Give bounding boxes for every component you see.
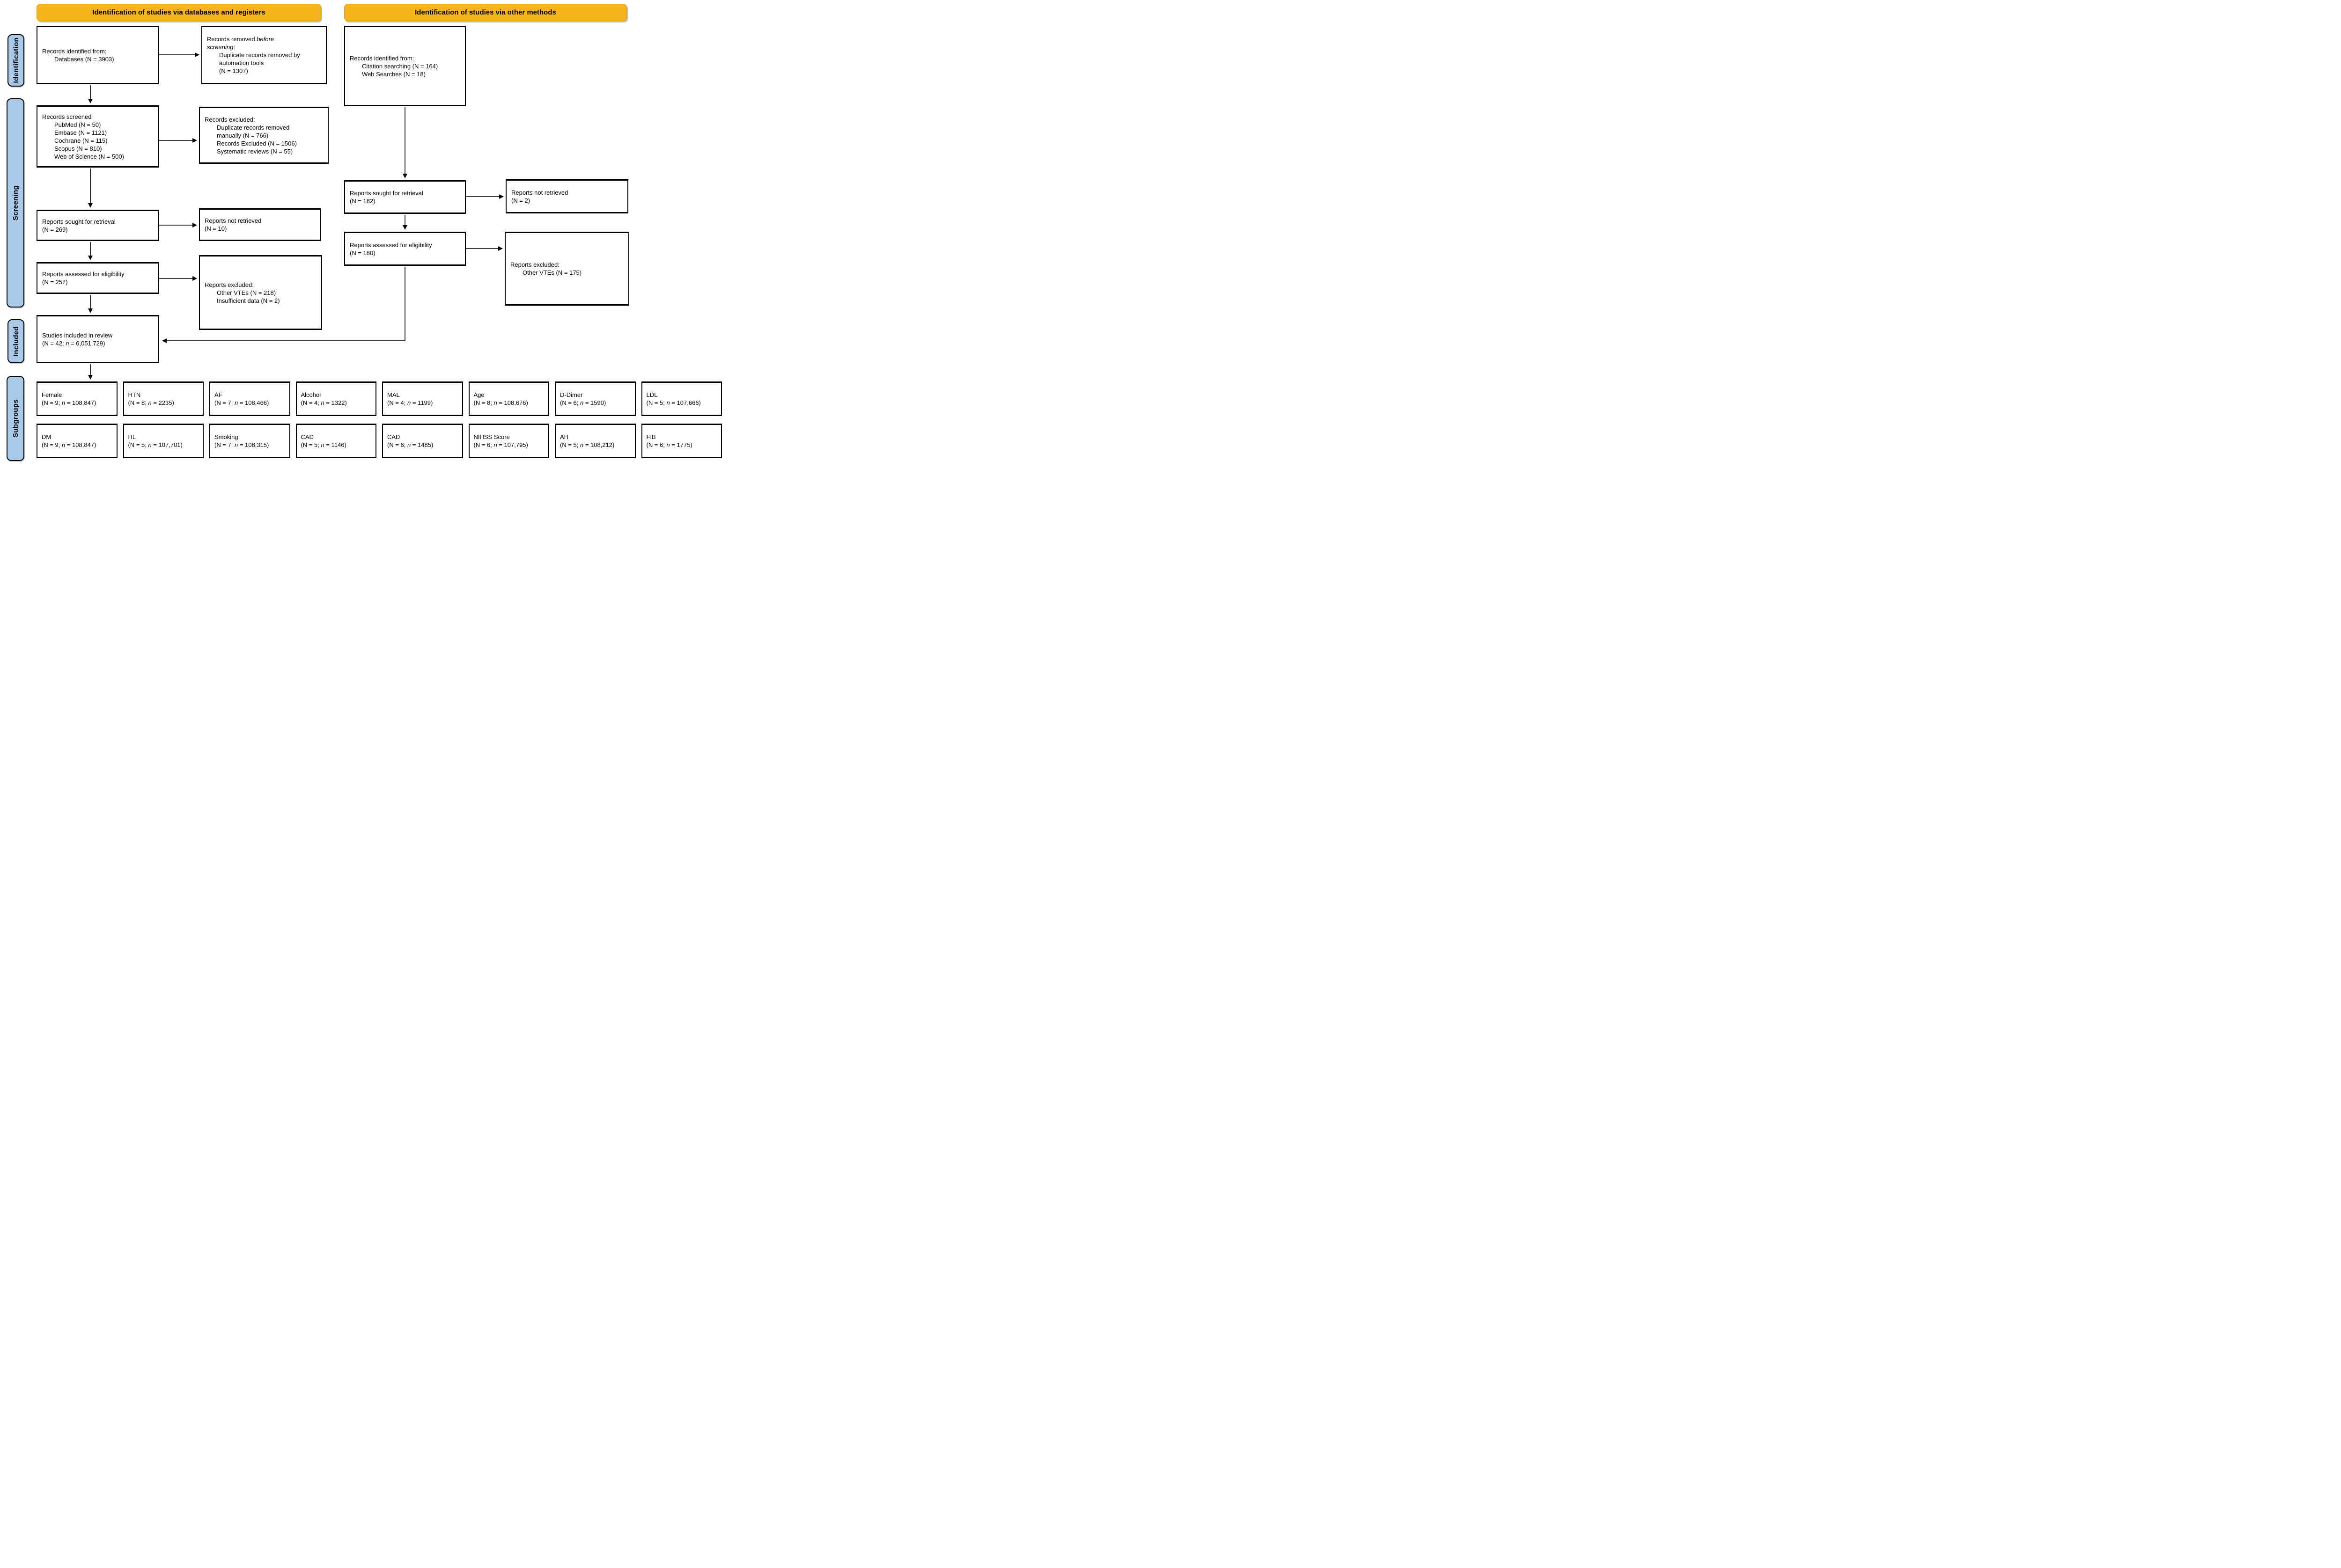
phase-label-subgroups: Subgroups <box>7 376 24 461</box>
prisma-flow-diagram: Identification of studies via databases … <box>0 0 734 465</box>
phase-label-subgroups-text: Subgroups <box>11 399 20 438</box>
subgroup-box-mal: MAL(N = 4; n = 1199) <box>382 381 463 416</box>
box-reports-excluded-other: Reports excluded:Other VTEs (N = 175) <box>505 232 629 306</box>
subgroup-box-hl: HL(N = 5; n = 107,701) <box>123 424 204 458</box>
subgroup-box-htn: HTN(N = 8; n = 2235) <box>123 381 204 416</box>
phase-label-included: Included <box>7 319 24 363</box>
box-reports-sought-databases: Reports sought for retrieval(N = 269) <box>37 210 159 241</box>
phase-label-included-text: Included <box>12 326 20 357</box>
box-reports-not-retrieved-other: Reports not retrieved(N = 2) <box>506 179 628 213</box>
phase-label-screening-text: Screening <box>11 185 20 221</box>
subgroup-box-d-dimer: D-Dimer(N = 6; n = 1590) <box>555 381 636 416</box>
box-records-identified-databases: Records identified from:Databases (N = 3… <box>37 26 159 84</box>
subgroup-box-age: Age(N = 8; n = 108,676) <box>468 381 549 416</box>
subgroup-box-ah: AH(N = 5; n = 108,212) <box>555 424 636 458</box>
box-reports-sought-other: Reports sought for retrieval(N = 182) <box>344 180 466 214</box>
box-reports-assessed-databases: Reports assessed for eligibility(N = 257… <box>37 262 159 294</box>
subgroup-box-alcohol: Alcohol(N = 4; n = 1322) <box>295 381 376 416</box>
subgroup-row-1: Female(N = 9; n = 108,847) HTN(N = 8; n … <box>37 381 722 416</box>
banner-databases-registers: Identification of studies via databases … <box>37 4 321 21</box>
subgroup-box-nihss-score: NIHSS Score(N = 6; n = 107,795) <box>468 424 549 458</box>
subgroup-box-female: Female(N = 9; n = 108,847) <box>37 381 118 416</box>
box-records-identified-other: Records identified from:Citation searchi… <box>344 26 466 106</box>
box-reports-not-retrieved-databases: Reports not retrieved(N = 10) <box>199 208 321 241</box>
banner-other-methods: Identification of studies via other meth… <box>344 4 627 21</box>
subgroup-box-dm: DM(N = 9; n = 108,847) <box>37 424 118 458</box>
subgroup-box-cad-1: CAD(N = 5; n = 1146) <box>295 424 376 458</box>
subgroup-box-ldl: LDL(N = 5; n = 107,666) <box>641 381 722 416</box>
phase-label-screening: Screening <box>7 98 24 308</box>
subgroup-box-cad-2: CAD(N = 6; n = 1485) <box>382 424 463 458</box>
subgroup-box-af: AF(N = 7; n = 108,466) <box>209 381 290 416</box>
subgroup-box-fib: FIB(N = 6; n = 1775) <box>641 424 722 458</box>
box-reports-excluded-databases: Reports excluded:Other VTEs (N = 218)Ins… <box>199 255 322 330</box>
box-reports-assessed-other: Reports assessed for eligibility(N = 180… <box>344 232 466 266</box>
box-studies-included: Studies included in review(N = 42; n = 6… <box>37 315 159 363</box>
phase-label-identification-text: Identification <box>12 37 20 83</box>
box-records-excluded: Records excluded:Duplicate records remov… <box>199 107 329 164</box>
phase-label-identification: Identification <box>7 34 24 87</box>
subgroup-box-smoking: Smoking(N = 7; n = 108,315) <box>209 424 290 458</box>
subgroup-row-2: DM(N = 9; n = 108,847) HL(N = 5; n = 107… <box>37 424 722 458</box>
